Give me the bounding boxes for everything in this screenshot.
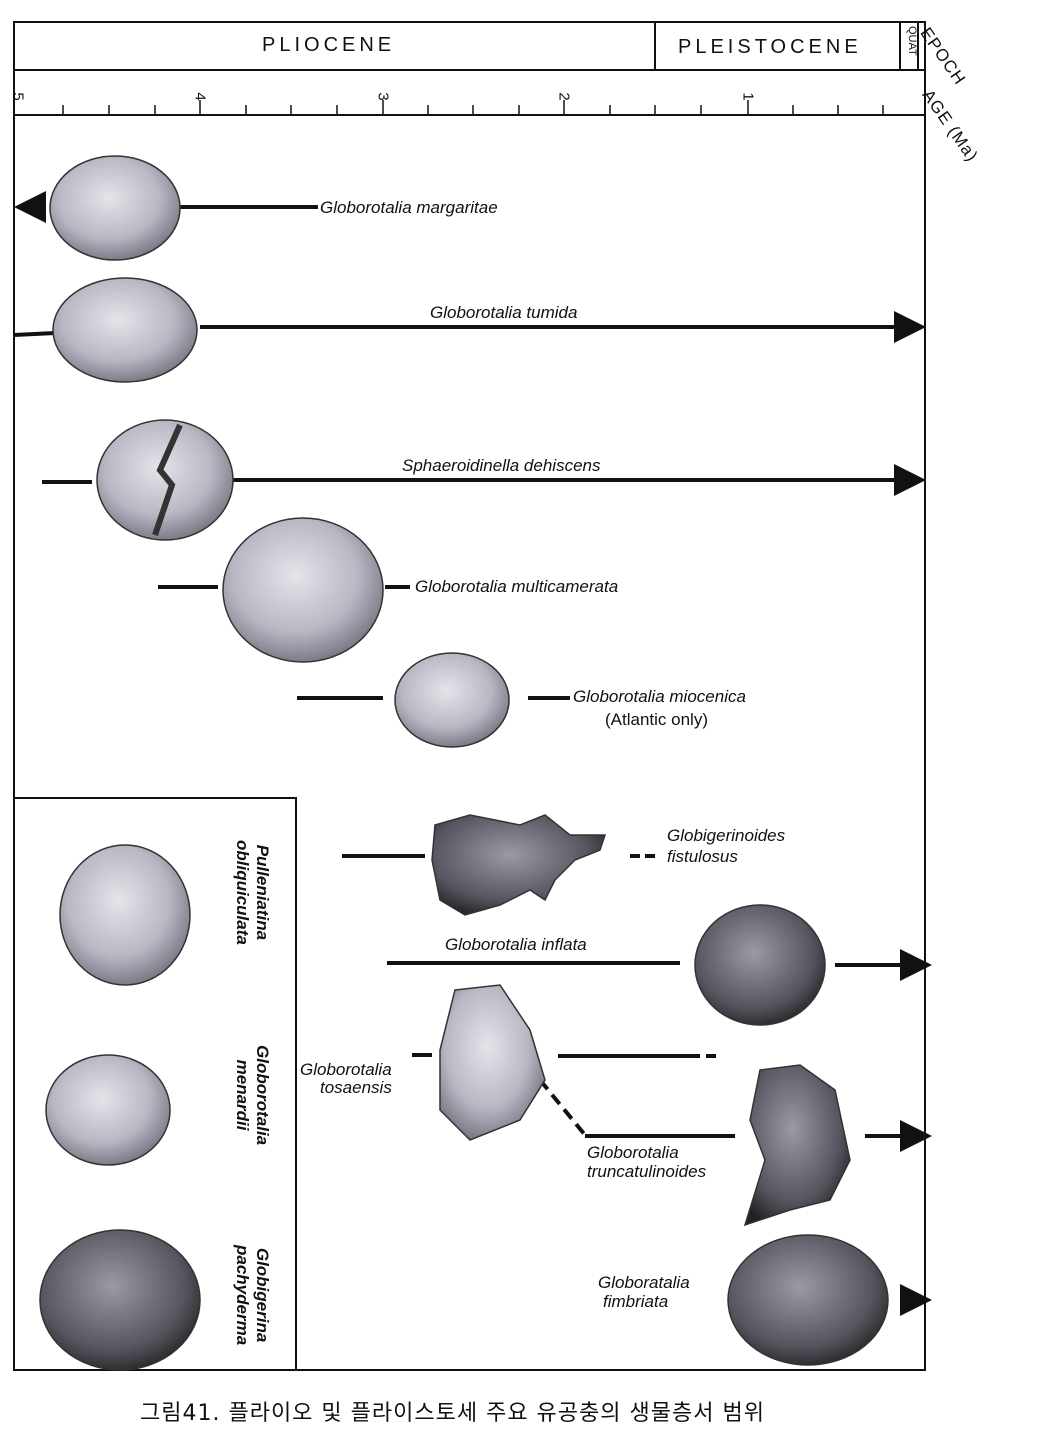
tick-label: 4 xyxy=(191,92,209,101)
label-margaritae: Globorotalia margaritae xyxy=(320,198,498,217)
specimen-inflata xyxy=(694,904,826,1026)
epoch-pliocene: PLIOCENE xyxy=(262,34,396,56)
specimen-menardii xyxy=(45,1054,171,1166)
chart-frame xyxy=(13,21,926,1371)
tick-label: 2 xyxy=(555,92,573,101)
label-truncatulinoides: Globorotalia xyxy=(587,1143,679,1162)
specimen-tosaensis xyxy=(439,984,546,1141)
range-tumida-a xyxy=(13,331,56,337)
figure-caption: 그림41. 플라이오 및 플라이스토세 주요 유공충의 생물층서 범위 xyxy=(140,1401,765,1426)
label-tosaensis-2: tosaensis xyxy=(320,1078,392,1097)
label-miocenica: Globorotalia miocenica xyxy=(573,687,746,706)
inset-label-line: pachyderma xyxy=(233,1245,252,1346)
specimen-pachyderma xyxy=(39,1229,201,1371)
specimen-fimbriata xyxy=(727,1234,889,1366)
range-transition xyxy=(538,1078,587,1137)
inset-label-line: Pulleniatina xyxy=(253,844,272,941)
specimen-margaritae xyxy=(49,155,181,261)
specimen-multicamerata xyxy=(222,517,384,663)
epoch-quaternary: QUAT xyxy=(906,26,918,56)
specimen-fistulosus xyxy=(431,814,607,916)
inset-label-line: Globorotalia xyxy=(253,1045,272,1146)
label-fistulosus-2: fistulosus xyxy=(667,847,738,866)
specimen-images xyxy=(39,155,889,1371)
label-tumida: Globorotalia tumida xyxy=(430,303,578,322)
tick-label: 3 xyxy=(374,92,392,101)
label-miocenica-note: (Atlantic only) xyxy=(605,710,708,729)
specimen-miocenica xyxy=(394,652,510,748)
label-fistulosus: Globigerinoides xyxy=(667,826,786,845)
inset-box xyxy=(13,797,297,1371)
specimen-pulleniatina xyxy=(59,844,191,986)
label-inflata: Globorotalia inflata xyxy=(445,935,587,954)
label-tosaensis: Globorotalia xyxy=(300,1060,392,1079)
age-axis-ticks xyxy=(62,100,884,115)
inset-label-line: obliquiculata xyxy=(233,840,252,945)
label-dehiscens: Sphaeroidinella dehiscens xyxy=(402,456,601,475)
tick-label: 5 xyxy=(9,92,27,101)
label-fimbriata: Globoratalia xyxy=(598,1273,690,1292)
tick-label: 1 xyxy=(739,92,757,101)
specimen-truncatulinoides xyxy=(743,1064,851,1227)
inset-label-line: menardii xyxy=(233,1059,252,1131)
label-truncatulinoides-2: truncatulinoides xyxy=(587,1162,707,1181)
inset-label-line: Globigerina xyxy=(253,1247,272,1343)
specimen-tumida xyxy=(52,277,198,383)
epoch-pleistocene: PLEISTOCENE xyxy=(678,36,862,58)
label-multicamerata: Globorotalia multicamerata xyxy=(415,577,619,596)
label-fimbriata-2: fimbriata xyxy=(603,1292,669,1311)
range-lines xyxy=(13,191,932,1316)
